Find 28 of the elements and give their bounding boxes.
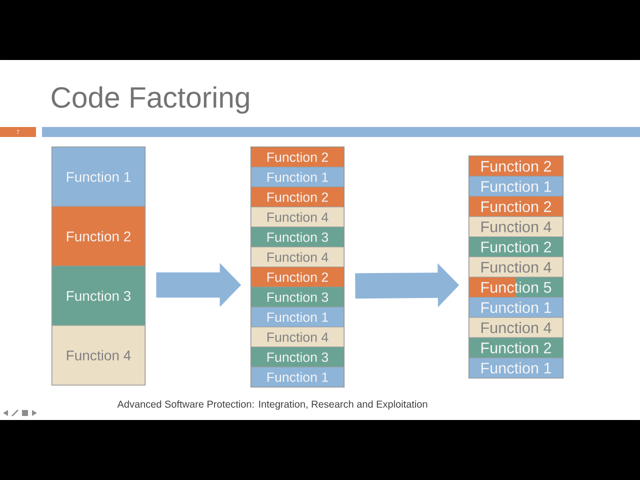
- function-box: Function 4: [250, 326, 344, 348]
- function-box: Function 1: [468, 297, 564, 318]
- function-box: Function 4: [468, 216, 564, 237]
- function-box: Function 4: [468, 317, 564, 338]
- function-box: Function 3: [52, 266, 146, 326]
- function-box: Function 1: [468, 176, 564, 197]
- function-box: Function 2: [250, 186, 344, 208]
- function-box: Function 4: [250, 246, 344, 268]
- function-box: Function 3: [250, 286, 344, 308]
- function-box: Function 1: [250, 166, 344, 188]
- function-box: Function 1: [250, 366, 344, 388]
- function-box: Function 2: [250, 266, 344, 288]
- function-box: Function 1: [468, 358, 564, 378]
- function-box: Function 2: [468, 156, 564, 176]
- slide-title: Code Factoring: [52, 86, 249, 114]
- function-box: Function 1: [52, 146, 146, 207]
- function-box: Function 4: [468, 256, 564, 278]
- footer-text: Advanced Software Protection: Integration, Research and Exploitation: [117, 400, 428, 410]
- function-box: Function 2: [52, 206, 146, 266]
- function-box: Function 4: [52, 325, 146, 386]
- function-box: Function 2: [468, 236, 564, 258]
- function-box: Function 2: [250, 146, 344, 168]
- function-box: Function 4: [250, 206, 344, 228]
- function-box: Function 3: [250, 226, 344, 248]
- function-box: Function 2: [468, 196, 564, 217]
- function-box: Function 2: [468, 337, 564, 358]
- function-box: Function 3: [250, 346, 344, 368]
- function-box: Function 1: [250, 306, 344, 328]
